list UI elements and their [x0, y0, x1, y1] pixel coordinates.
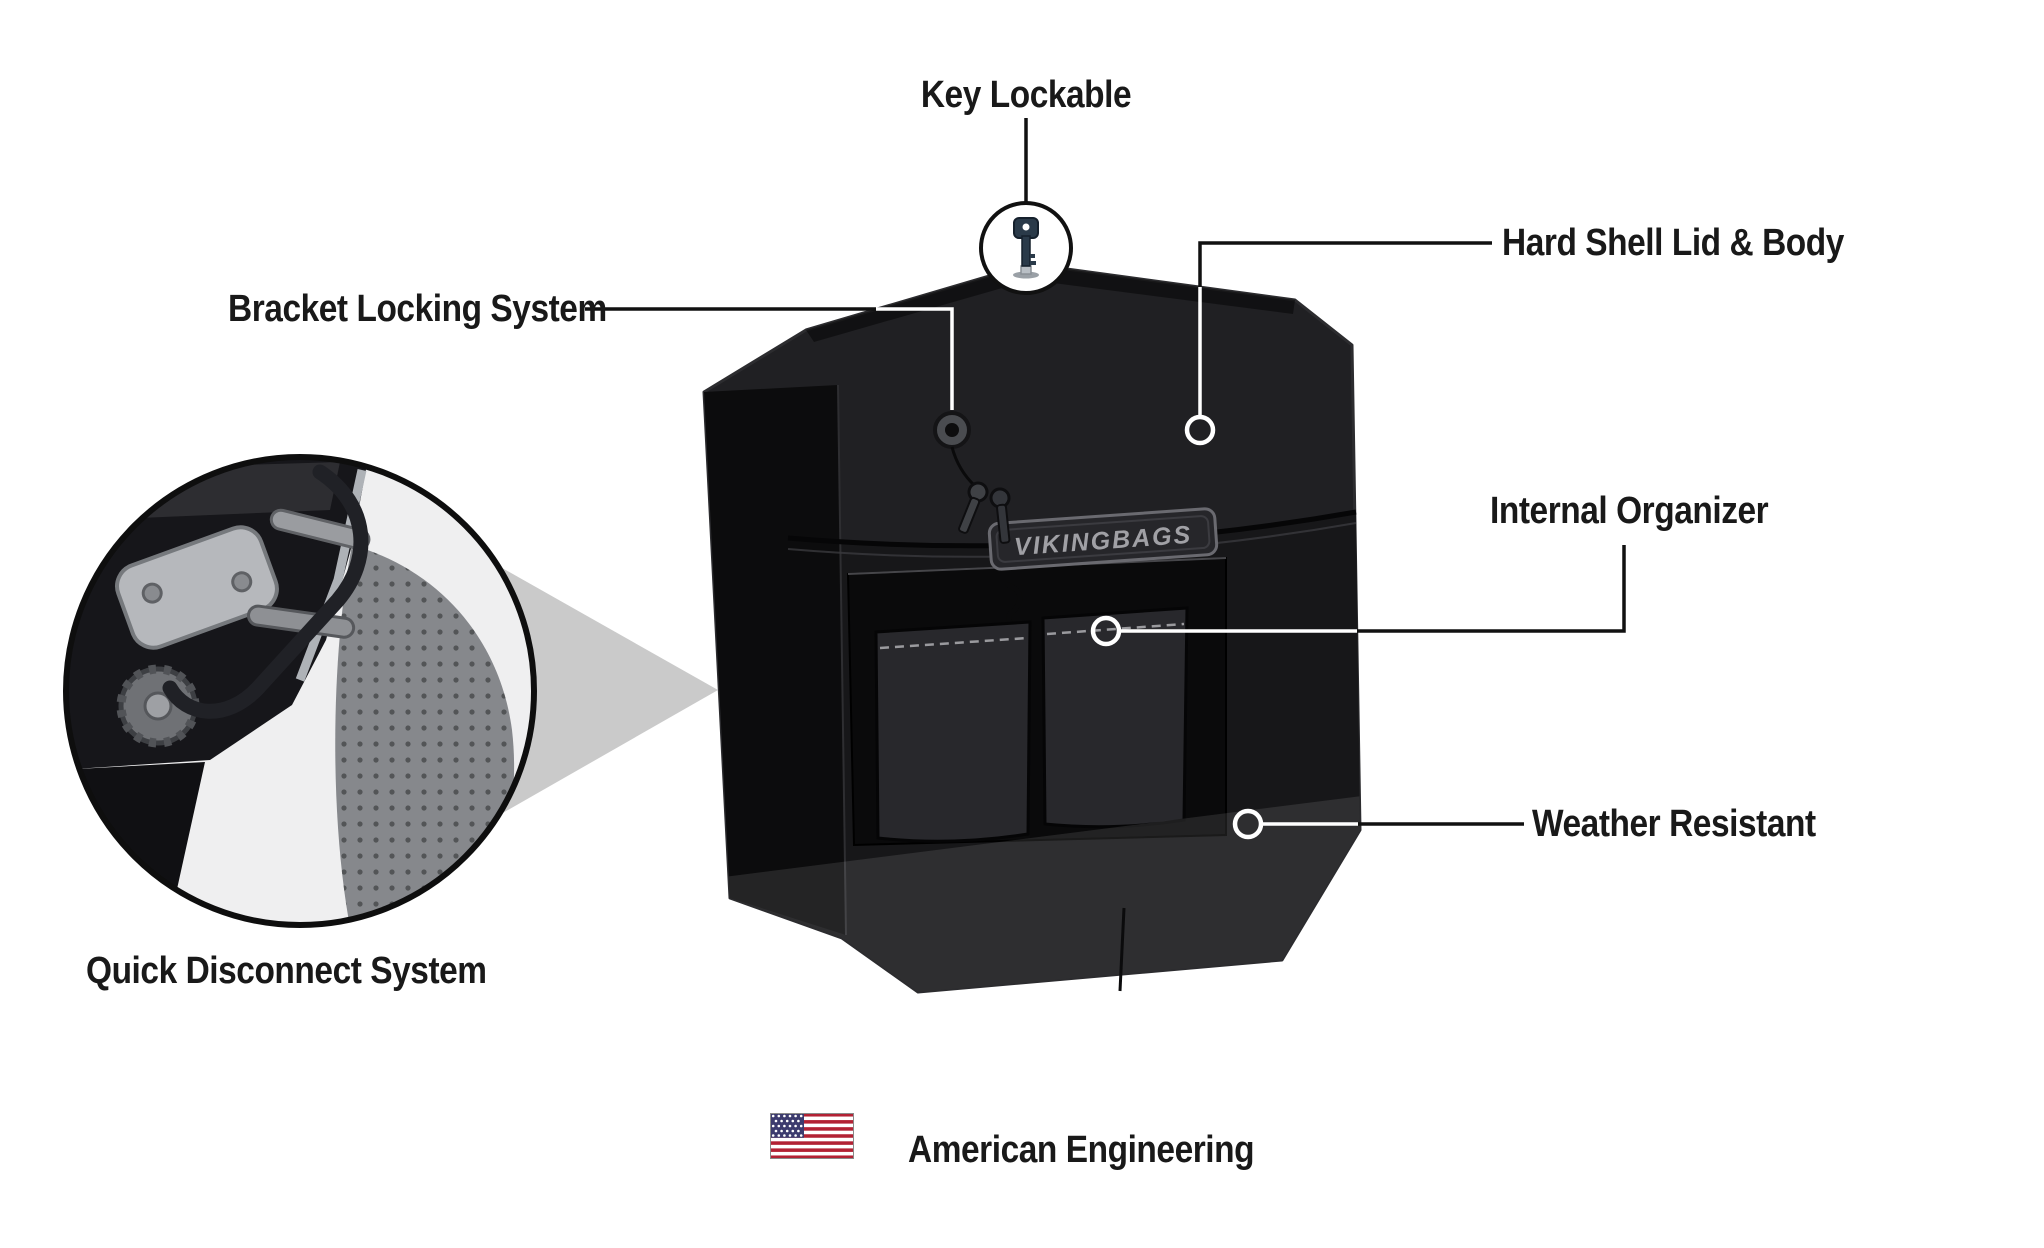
key-lockable-label: Key Lockable — [920, 74, 1132, 116]
weather-resistant-label: Weather Resistant — [1532, 803, 1816, 845]
lock-keyhole-icon — [933, 411, 977, 488]
front-crease — [837, 384, 847, 936]
inset-circle-border — [63, 454, 537, 928]
key-icon — [1013, 217, 1039, 279]
bracket-locking-callout — [585, 307, 954, 410]
brand-badge: VIKINGBAGS — [987, 507, 1219, 571]
hard-shell-line — [1198, 241, 1492, 287]
keys-icon — [958, 481, 1011, 544]
quick-disconnect-hardware — [66, 457, 515, 925]
hard-shell-label: Hard Shell Lid & Body — [1502, 222, 1844, 264]
internal-organizer-pockets — [846, 556, 1227, 847]
saddlebag-left-side — [704, 385, 846, 935]
internal-organizer-label: Internal Organizer — [1490, 490, 1769, 532]
internal-organizer-callout — [1090, 545, 1626, 647]
organizer-pocket-right — [1041, 606, 1189, 829]
american-engineering-label: American Engineering — [908, 1129, 1255, 1171]
mounting-plate — [115, 525, 279, 650]
bracket-locking-label: Bracket Locking System — [228, 288, 607, 330]
quick-disconnect-label: Quick Disconnect System — [86, 950, 487, 992]
disconnect-wire-hook — [162, 464, 369, 719]
internal-organizer-line — [1357, 545, 1626, 633]
quick-disconnect-closeup — [63, 454, 537, 928]
weather-resistant-marker — [1232, 808, 1264, 840]
weather-resistant-callout — [1232, 808, 1524, 840]
lid-top-rim — [806, 264, 1295, 342]
internal-organizer-marker — [1090, 615, 1122, 647]
bottom-seam — [1118, 907, 1126, 992]
key-lockable-callout — [979, 118, 1073, 295]
shell-reflection — [704, 796, 1360, 992]
us-flag-icon — [770, 1113, 854, 1159]
mounting-pin-top — [269, 508, 371, 551]
hard-shell-marker — [1184, 414, 1216, 446]
hard-shell-callout — [1184, 241, 1492, 446]
organizer-pocket-left — [874, 620, 1032, 843]
